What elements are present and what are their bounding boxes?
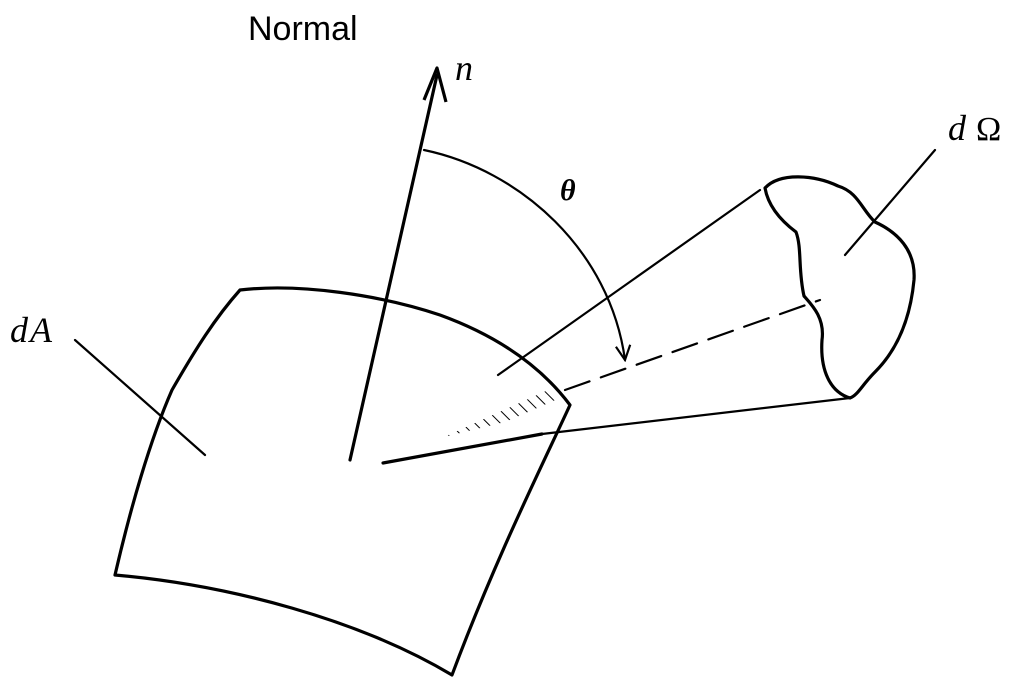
surface-patch-dA (113, 286, 572, 677)
cone-upper-edge (496, 188, 762, 377)
theta-label: θ (560, 174, 576, 207)
solid-angle-cone (496, 188, 852, 436)
dA-label-A: A (28, 310, 53, 350)
solid-angle-patch-dOmega (763, 175, 916, 400)
dA-leader-line (73, 338, 207, 457)
dOmega-label-omega: Ω (976, 111, 1001, 148)
dA-label: dA (10, 310, 53, 350)
dOmega-leader-line (843, 148, 937, 257)
normal-label: Normal (248, 10, 358, 48)
theta-arc (422, 148, 625, 360)
cone-axis-dashed (563, 298, 822, 392)
dA-label-d: d (10, 310, 29, 350)
cone-apex-wedge (381, 390, 560, 465)
dOmega-label-d: d (948, 108, 967, 148)
n-label: n (455, 48, 473, 88)
normal-vector (348, 66, 448, 462)
cone-lower-edge (540, 396, 852, 436)
